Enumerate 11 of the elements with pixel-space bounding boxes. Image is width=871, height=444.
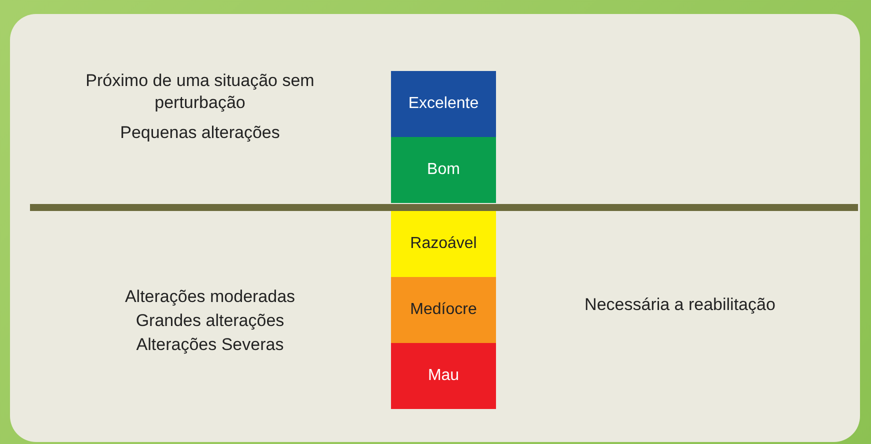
description-text: Próximo de uma situação sem perturbação (84, 70, 316, 114)
description-text: Alterações moderadas (124, 286, 296, 308)
rating-box: Razoável (391, 211, 496, 277)
description-text: Necessária a reabilitação (584, 294, 776, 316)
rating-box: Mau (391, 343, 496, 409)
rating-box: Medíocre (391, 277, 496, 343)
rating-box: Bom (391, 137, 496, 203)
description-text: Pequenas alterações (119, 122, 281, 144)
description-text: Grandes alterações (134, 310, 286, 332)
rating-box: Excelente (391, 71, 496, 137)
description-text: Alterações Severas (135, 334, 285, 356)
